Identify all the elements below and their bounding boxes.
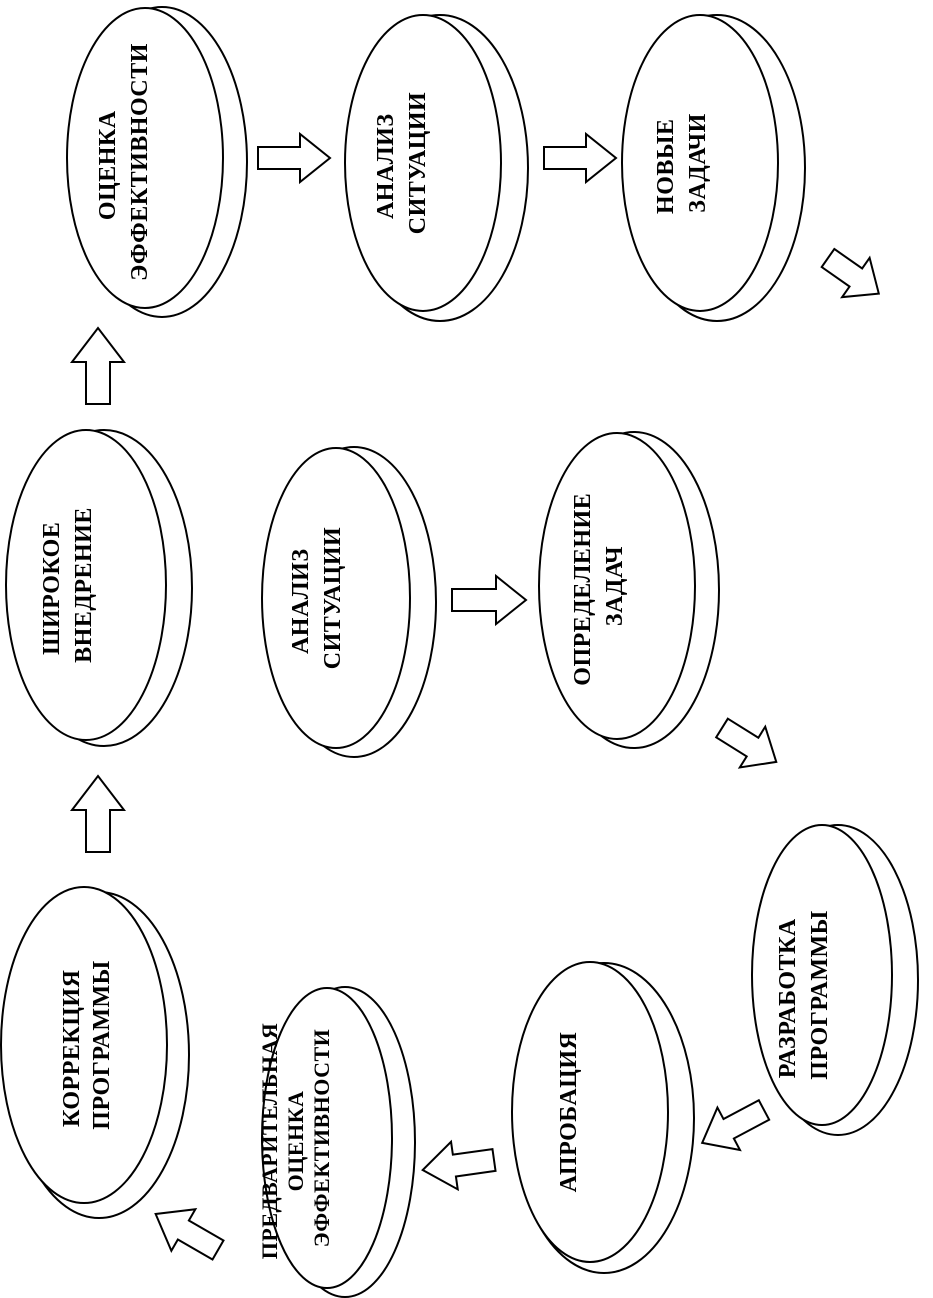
svg-text:ПРЕДВАРИТЕЛЬНАЯ ОЦЕНКА: ПРЕДВАРИТЕЛЬНАЯ ОЦЕНКА ЭФФЕКТИВНОСТИ: [257, 1017, 334, 1259]
arrow-razrabotka-to-aprobaciya: [700, 1098, 771, 1152]
svg-text:НОВЫЕ ЗАДАЧИ: НОВЫЕ ЗАДАЧИ: [653, 112, 711, 214]
arrow-korrektsiya-to-shirokoe: [69, 774, 127, 853]
disk-shirokoe: ШИРОКОЕ ВНЕДРЕНИЕ: [5, 429, 193, 747]
disk-shirokoe-line-2: ВНЕДРЕНИЕ: [71, 507, 97, 663]
disk-ocenka-line-1: ОЦЕНКА: [95, 110, 121, 220]
disk-novye: НОВЫЕ ЗАДАЧИ: [621, 14, 806, 322]
disk-novye-line-2: ЗАДАЧИ: [685, 113, 711, 212]
svg-text:АНАЛИЗ СИТУАЦИИ: АНАЛИЗ СИТУАЦИИ: [288, 527, 346, 669]
disk-aprobaciya: АПРОБАЦИЯ: [511, 961, 695, 1274]
disk-analiz-2-line-1: АНАЛИЗ: [373, 113, 399, 219]
disk-korrektsiya-line-1: КОРРЕКЦИЯ: [59, 970, 85, 1127]
arrow-opredelenie-to-razrabotka: [714, 717, 778, 769]
disk-novye-line-1: НОВЫЕ: [653, 119, 679, 214]
disk-korrektsiya: КОРРЕКЦИЯ ПРОГРАММЫ: [0, 886, 190, 1219]
svg-text:РАЗРАБОТКА ПРОГРАММЫ: РАЗРАБОТКА ПРОГРАММЫ: [775, 910, 833, 1079]
svg-text:ОЦЕНКА ЭФФЕКТИВНОСТИ: ОЦЕНКА ЭФФЕКТИВНОСТИ: [95, 43, 153, 281]
disk-analiz-1-line-1: АНАЛИЗ: [288, 548, 314, 654]
arrow-aprobaciya-to-prelim: [421, 1139, 497, 1192]
svg-text:ОПРЕДЕЛЕНИЕ ЗАДАЧ: ОПРЕДЕЛЕНИЕ ЗАДАЧ: [570, 486, 628, 685]
disk-opredelenie-line-2: ЗАДАЧ: [602, 546, 628, 626]
disk-shirokoe-line-1: ШИРОКОЕ: [39, 522, 65, 655]
disk-opredelenie-line-1: ОПРЕДЕЛЕНИЕ: [570, 493, 596, 686]
disk-razrabotka: РАЗРАБОТКА ПРОГРАММЫ: [751, 824, 919, 1136]
disk-prelim-ocenka-line-2: ОЦЕНКА: [283, 1091, 308, 1192]
arrow-analiz-2-to-novye: [543, 131, 618, 185]
arrow-analiz-1-to-opredelenie: [451, 573, 528, 627]
disk-korrektsiya-line-2: ПРОГРАММЫ: [89, 960, 115, 1129]
disk-ocenka-line-2: ЭФФЕКТИВНОСТИ: [127, 43, 153, 281]
svg-text:КОРРЕКЦИЯ ПРОГРАММЫ: КОРРЕКЦИЯ ПРОГРАММЫ: [59, 960, 115, 1129]
disk-prelim-ocenka: ПРЕДВАРИТЕЛЬНАЯ ОЦЕНКА ЭФФЕКТИВНОСТИ: [257, 986, 416, 1298]
arrow-shirokoe-to-ocenka: [69, 326, 127, 405]
disk-analiz-2-line-2: СИТУАЦИИ: [405, 92, 431, 234]
arrow-novye-out: [820, 247, 881, 299]
disk-analiz-1-line-2: СИТУАЦИИ: [320, 527, 346, 669]
disk-razrabotka-line-2: ПРОГРАММЫ: [807, 910, 833, 1079]
arrow-ocenka-to-analiz-2: [257, 131, 332, 185]
disk-prelim-ocenka-line-3: ЭФФЕКТИВНОСТИ: [309, 1029, 334, 1248]
disk-aprobaciya-line-1: АПРОБАЦИЯ: [556, 1032, 582, 1193]
disk-prelim-ocenka-line-1: ПРЕДВАРИТЕЛЬНАЯ: [257, 1023, 282, 1259]
arrow-prelim-to-korrektsiya: [154, 1207, 225, 1261]
svg-text:АПРОБАЦИЯ: АПРОБАЦИЯ: [556, 1032, 582, 1193]
disk-analiz-1: АНАЛИЗ СИТУАЦИИ: [261, 446, 437, 758]
disk-ocenka: ОЦЕНКА ЭФФЕКТИВНОСТИ: [66, 6, 248, 318]
svg-text:АНАЛИЗ СИТУАЦИИ: АНАЛИЗ СИТУАЦИИ: [373, 92, 431, 234]
disk-analiz-2: АНАЛИЗ СИТУАЦИИ: [344, 14, 529, 322]
disk-razrabotka-line-1: РАЗРАБОТКА: [775, 918, 801, 1078]
disk-opredelenie: ОПРЕДЕЛЕНИЕ ЗАДАЧ: [538, 431, 720, 749]
svg-text:ШИРОКОЕ ВНЕДРЕНИЕ: ШИРОКОЕ ВНЕДРЕНИЕ: [39, 507, 97, 663]
